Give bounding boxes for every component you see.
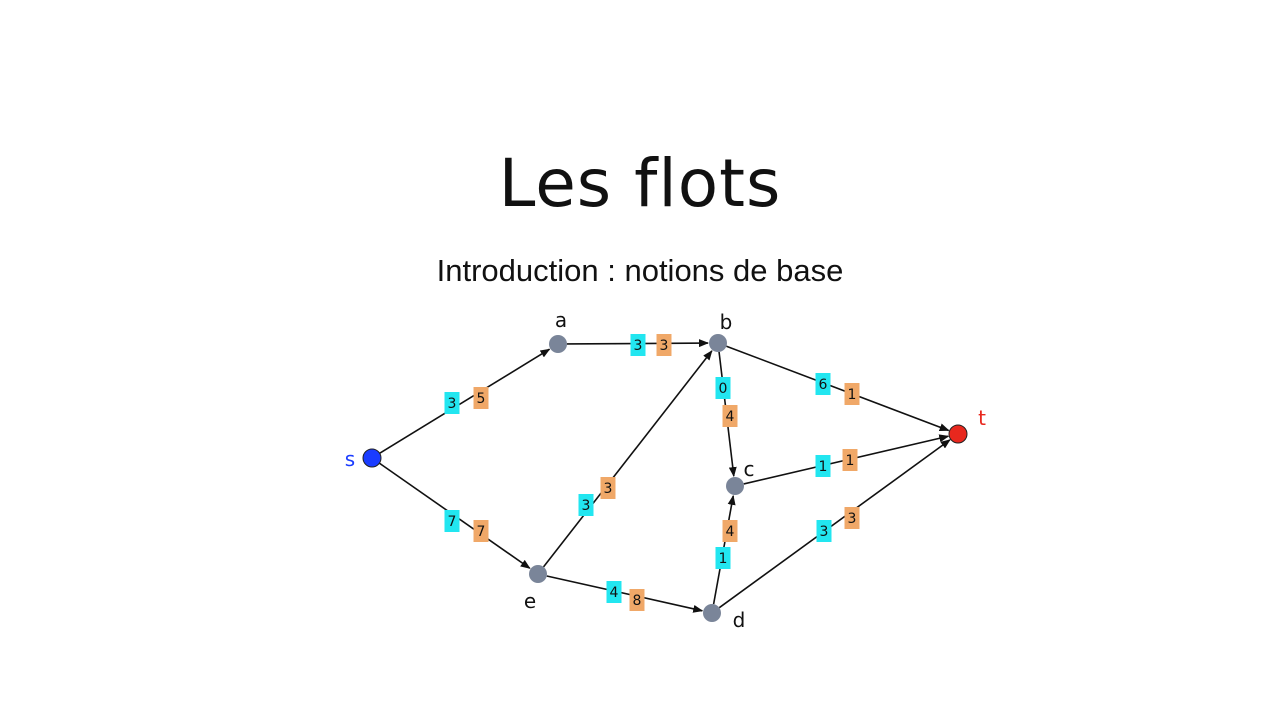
capacity-box-s-a [473,387,489,409]
edge-e-b [542,350,713,568]
capacity-box-s-e [473,520,489,542]
node-s [362,448,382,468]
flow-value-a-b: 3 [634,338,643,354]
capacity-value-d-c: 4 [726,524,735,540]
capacity-value-e-b: 3 [604,481,613,497]
capacity-box-c-t [842,449,858,471]
node-label-b: b [720,310,733,334]
flow-box-d-c [715,547,731,569]
flow-box-s-a [444,392,460,414]
capacity-value-d-t: 3 [848,511,857,527]
node-c [726,477,744,495]
node-label-t: t [978,406,986,430]
capacity-value-s-a: 5 [477,391,486,407]
flow-value-b-t: 6 [819,377,828,393]
node-label-a: a [555,308,567,332]
flow-box-c-t [815,455,831,477]
flow-value-d-t: 3 [820,524,829,540]
capacity-box-e-b [600,477,616,499]
node-label-d: d [733,608,746,632]
capacity-box-b-c [722,405,738,427]
node-d [703,604,721,622]
edge-d-t [718,439,951,609]
capacity-value-c-t: 1 [846,453,855,469]
edge-e-d [546,575,704,613]
flow-value-c-t: 1 [819,459,828,475]
flow-value-s-a: 3 [448,396,457,412]
capacity-box-d-c [722,520,738,542]
capacity-value-e-d: 8 [633,593,642,609]
node-t [948,424,968,444]
nodes-layer: s a b c d e t [345,308,986,632]
edge-b-t [726,345,950,432]
capacity-box-d-t [844,507,860,529]
capacity-value-a-b: 3 [660,338,669,354]
flow-box-b-c [715,377,731,399]
flow-box-s-e [444,510,460,532]
capacity-value-b-c: 4 [726,409,735,425]
flow-value-s-e: 7 [448,514,457,530]
flow-value-e-d: 4 [610,585,619,601]
capacity-value-b-t: 1 [848,387,857,403]
flow-value-e-b: 3 [582,498,591,514]
node-a [549,335,567,353]
capacity-value-s-e: 7 [477,524,486,540]
flow-box-e-d [606,581,622,603]
flow-box-a-b [630,334,646,356]
capacity-box-a-b [656,334,672,356]
capacity-box-b-t [844,383,860,405]
node-b [709,334,727,352]
edge-s-a [379,348,551,454]
flow-value-b-c: 0 [719,381,728,397]
flow-box-b-t [815,373,831,395]
edges-layer [378,339,951,613]
flow-value-d-c: 1 [719,551,728,567]
node-label-e: e [524,589,536,613]
flow-box-d-t [816,520,832,542]
node-label-s: s [345,447,355,471]
slide-subtitle: Introduction : notions de base [436,253,844,288]
capacity-box-e-d [629,589,645,611]
flow-box-e-b [578,494,594,516]
slide-title: Les flots [498,145,782,222]
node-e [529,565,547,583]
node-label-c: c [744,457,755,481]
